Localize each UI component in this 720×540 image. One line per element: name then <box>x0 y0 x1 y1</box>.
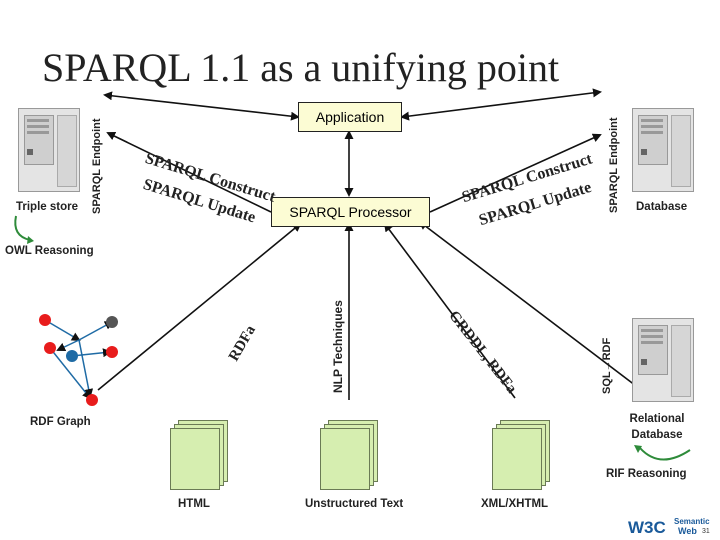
sparql-processor-label: SPARQL Processor <box>289 204 412 220</box>
rdf-graph-label: RDF Graph <box>30 416 91 428</box>
page-title: SPARQL 1.1 as a unifying point <box>42 45 560 90</box>
application-label: Application <box>315 109 385 125</box>
semantic-logo-text: Semantic <box>674 517 710 526</box>
edge-processor-left-endpoint <box>106 132 272 213</box>
edge-processor-grddl <box>383 222 516 399</box>
database-server-icon <box>632 108 694 192</box>
edge-app-right-endpoint <box>400 88 602 121</box>
triple-store-label: Triple store <box>16 201 78 213</box>
web-logo-text: Web <box>678 526 697 536</box>
right-endpoint-label: SPARQL Endpoint <box>608 117 620 213</box>
relational-database-server-icon <box>632 318 694 402</box>
w3c-logo-text: W3C <box>628 518 666 537</box>
triple-store-server-icon <box>18 108 80 192</box>
owl-reasoning-label: OWL Reasoning <box>5 245 94 257</box>
xml-document-stack <box>488 420 554 492</box>
html-document-stack <box>166 420 232 492</box>
unstructured-text-document-stack <box>316 420 382 492</box>
nlp-label: NLP Techniques <box>331 300 345 393</box>
xml-xhtml-label: XML/XHTML <box>481 498 549 510</box>
relational-database-label: Relational Database <box>629 413 685 441</box>
edge-app-left-endpoint <box>103 91 300 121</box>
application-box: Application <box>298 102 402 132</box>
sql-rdf-label: SQL→RDF <box>601 337 613 394</box>
edge-processor-rdf-graph <box>97 222 302 391</box>
left-endpoint-label: SPARQL Endpoint <box>91 118 103 214</box>
rif-reasoning-arrow <box>639 447 691 461</box>
rif-reasoning-label: RIF Reasoning <box>606 468 687 480</box>
edge-processor-sql <box>418 220 649 396</box>
unstructured-text-label: Unstructured Text <box>305 498 404 510</box>
html-label: HTML <box>178 498 210 510</box>
database-label: Database <box>636 201 688 213</box>
owl-reasoning-arrow <box>14 215 31 241</box>
page-number: 31 <box>702 528 710 535</box>
w3c-semantic-web-logo: W3C Semantic Web 31 <box>628 517 714 538</box>
sparql-processor-box: SPARQL Processor <box>271 197 430 227</box>
rdf-graph-drawing <box>39 314 118 406</box>
edge-processor-right-endpoint <box>429 133 602 213</box>
